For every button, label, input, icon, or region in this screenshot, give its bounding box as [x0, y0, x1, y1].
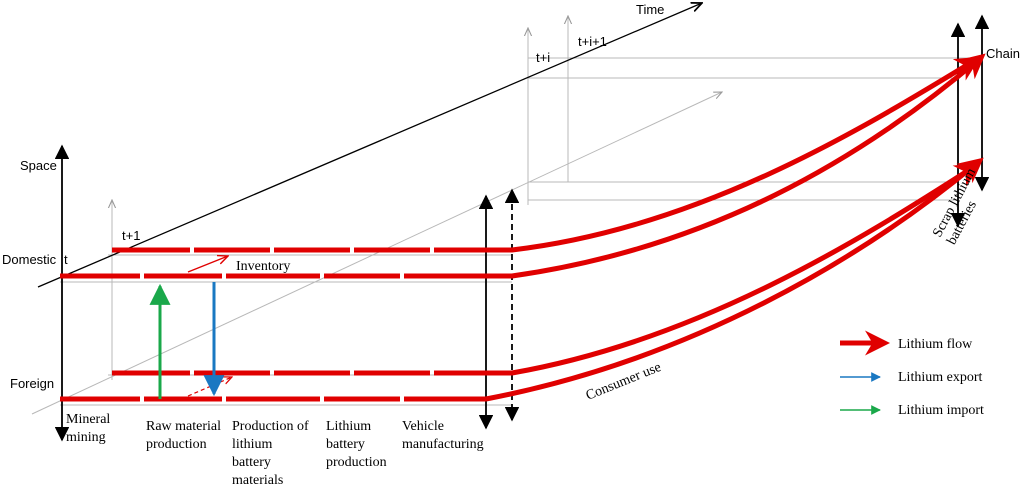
foreign-label: Foreign: [10, 376, 54, 391]
legend-lithium-import: Lithium import: [840, 403, 984, 418]
flow-domestic-upper: [509, 56, 981, 253]
stage-vehicle: Vehicle manufacturing: [402, 419, 484, 452]
flow-foreign-upper: [509, 162, 981, 376]
chain-flows: [483, 53, 986, 402]
time-axis: [37, 3, 702, 288]
stage-raw-material: Raw material production: [146, 419, 225, 452]
t-plus-i-plus-1-label: t+i+1: [578, 34, 607, 49]
foreign-inventory-arrow: [187, 377, 232, 397]
legend: Lithium flow Lithium export Lithium impo…: [840, 330, 984, 418]
t-plus-i-label: t+i: [536, 50, 550, 65]
legend-lithium-export: Lithium export: [840, 370, 982, 385]
stage-battery-production: Lithium battery production: [326, 419, 387, 470]
chain-label: Chain: [986, 46, 1020, 61]
legend-lithium-flow-label: Lithium flow: [898, 337, 973, 352]
inventory-label: Inventory: [236, 259, 290, 274]
inventory-arrow: [187, 256, 228, 273]
stage-battery-materials: Production of lithium battery materials: [232, 419, 312, 487]
space-label: Space: [20, 158, 57, 173]
flow-foreign-lower: [483, 157, 984, 402]
domestic-label: Domestic: [2, 252, 57, 267]
legend-lithium-export-label: Lithium export: [898, 370, 982, 385]
stage-mineral-mining: Mineral mining: [66, 412, 114, 445]
grid-lines: [31, 16, 980, 415]
t-label: t: [64, 252, 68, 267]
flow-bars: [60, 247, 512, 402]
scrap-label: Scrap lithium batteries: [930, 166, 980, 248]
time-label: Time: [636, 2, 664, 17]
legend-lithium-import-label: Lithium import: [898, 403, 984, 418]
flow-domestic-lower: [509, 53, 986, 279]
legend-lithium-flow: Lithium flow: [840, 330, 973, 356]
consumer-use-label: Consumer use: [584, 360, 664, 404]
t-plus-1-label: t+1: [122, 228, 140, 243]
